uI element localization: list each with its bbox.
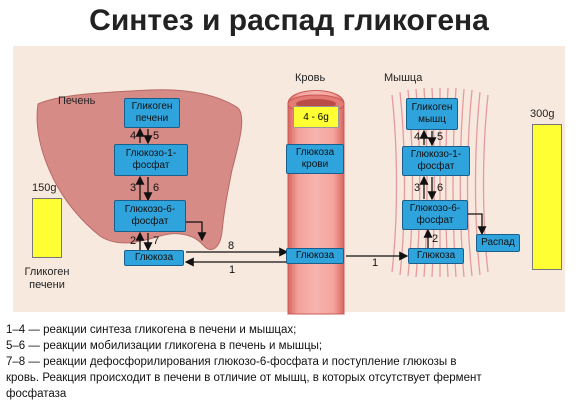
muscle-g6p-box: Глюкозо-6-фосфат [402,200,468,230]
muscle-num-2: 2 [432,233,439,245]
legend-line-3: 7–8 — реакции дефосфорилирования глюкозо… [6,356,457,368]
liver-label: Печень [58,95,96,107]
legend-line-1: 1–4 — реакции синтеза гликогена в печени… [6,324,297,336]
blood-glucose-small-box: Глюкоза [286,248,344,264]
muscle-num-4: 4 [414,131,421,143]
legend-line-5: фосфатаза [6,388,67,400]
muscle-num-6: 6 [437,182,444,194]
muscle-breakdown-box: Распад [476,234,520,252]
muscle-glycogen-box: Гликоген мышц [406,98,458,130]
liver-num-5: 5 [153,130,160,142]
muscle-num-5: 5 [437,131,444,143]
liver-num-4: 4 [130,130,137,142]
muscle-glucose-box: Глюкоза [408,248,464,264]
blood-glucose-box: Глюкоза крови [286,144,344,174]
muscle-bar-amount: 300g [530,108,555,120]
arrow-liver-side [184,221,207,242]
liver-g6p-box: Глюкозо-6-фосфат [114,200,186,232]
liver-glycogen-bar [32,198,62,258]
blood-amount-box: 4 - 6g [293,106,339,128]
muscle-glycogen-bar [532,124,562,270]
page-title: Синтез и распад гликогена [89,4,489,37]
arrow-num-8: 8 [228,240,235,252]
muscle-g1p-box: Глюкозо-1-фосфат [402,146,470,176]
legend-line-2: 5–6 — реакции мобилизации гликогена в пе… [6,340,323,352]
liver-num-7: 7 [153,235,160,247]
arrow-muscle-breakdown [466,213,487,236]
liver-bar-caption: Гликоген печени [24,266,70,291]
legend-line-4: кровь. Реакция происходит в печени в отл… [6,372,482,384]
arrow-num-1-left: 1 [229,264,236,276]
arrow-num-1-right: 1 [372,257,379,269]
legend: 1–4 — реакции синтеза гликогена в печени… [6,322,572,402]
liver-num-6: 6 [153,182,160,194]
muscle-num-3: 3 [414,182,421,194]
muscle-label: Мышца [384,72,423,84]
liver-glucose-box: Глюкоза [124,250,184,266]
blood-label: Кровь [295,72,326,84]
liver-num-2: 2 [130,235,137,247]
liver-g1p-box: Глюкозо-1-фосфат [114,144,188,176]
liver-num-3: 3 [130,182,137,194]
liver-bar-amount: 150g [32,182,57,194]
liver-glycogen-box: Гликоген печени [124,98,180,128]
